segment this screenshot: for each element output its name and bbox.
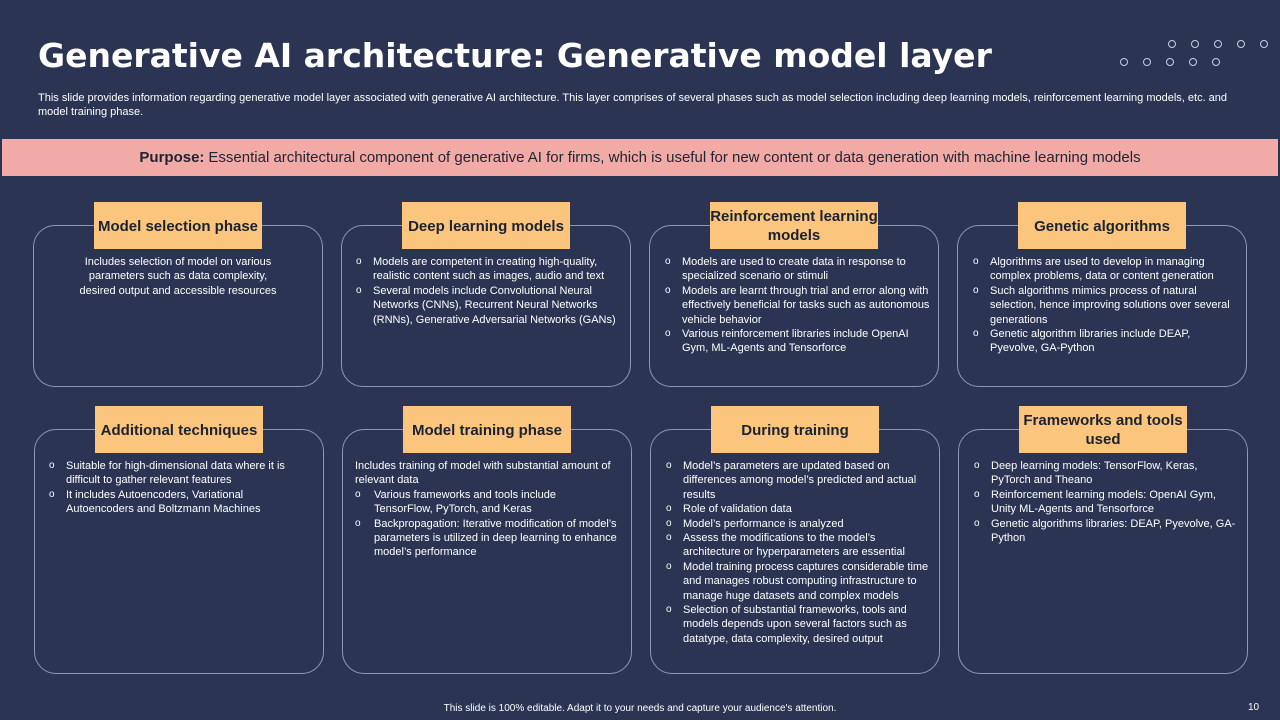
decorative-dots [1120,38,1270,70]
list-item: Suitable for high-dimensional data where… [49,459,311,488]
card-body-additional: Suitable for high-dimensional data where… [49,459,311,517]
list-item: Model’s parameters are updated based on … [666,459,931,502]
list-item: Backpropagation: Iterative modification … [355,517,617,560]
list-item: Assess the modifications to the model’s … [666,531,931,560]
list-item: Models are learnt through trial and erro… [665,284,930,327]
card-title-reinforcement: Reinforcement learning models [710,202,878,249]
list-item: Such algorithms mimics process of natura… [973,284,1238,327]
list-item: Selection of substantial frameworks, too… [666,603,931,646]
page-title: Generative AI architecture: Generative m… [38,36,992,75]
list-item: Model training process captures consider… [666,560,931,603]
list-item: Models are competent in creating high-qu… [356,255,618,284]
purpose-banner: Purpose: Essential architectural compone… [2,139,1278,176]
list-item: Various frameworks and tools include Ten… [355,488,617,517]
dot-icon [1166,58,1174,66]
card-title-genetic: Genetic algorithms [1018,202,1186,249]
card-body-during-training: Model’s parameters are updated based on … [666,459,931,646]
list-item: Deep learning models: TensorFlow, Keras,… [974,459,1236,488]
dot-icon [1212,58,1220,66]
list-item: Various reinforcement libraries include … [665,327,930,356]
list-item: Algorithms are used to develop in managi… [973,255,1238,284]
card-text: Includes selection of model on various p… [79,256,277,297]
card-model-selection [33,225,323,387]
dot-icon [1214,40,1222,48]
purpose-label: Purpose: [139,149,205,166]
card-body-genetic: Algorithms are used to develop in managi… [973,255,1238,356]
card-title-frameworks: Frameworks and tools used [1019,406,1187,453]
card-body-deep-learning: Models are competent in creating high-qu… [356,255,618,327]
dot-icon [1120,58,1128,66]
card-body-frameworks: Deep learning models: TensorFlow, Keras,… [974,459,1236,545]
page-number: 10 [1248,702,1260,713]
dot-icon [1168,40,1176,48]
dot-icon [1143,58,1151,66]
list-item: Genetic algorithm libraries include DEAP… [973,327,1238,356]
card-title-deep-learning: Deep learning models [402,202,570,249]
list-item: Models are used to create data in respon… [665,255,930,284]
dot-icon [1189,58,1197,66]
card-title-during-training: During training [711,406,879,453]
list-item: Reinforcement learning models: OpenAI Gy… [974,488,1236,517]
card-body-model-selection: Includes selection of model on various p… [78,255,278,298]
dot-icon [1260,40,1268,48]
list-item: Model’s performance is analyzed [666,517,931,532]
card-title-model-training: Model training phase [403,406,571,453]
page-subtitle: This slide provides information regardin… [38,92,1228,118]
card-title-model-selection: Model selection phase [94,202,262,249]
footer-note: This slide is 100% editable. Adapt it to… [443,703,837,714]
card-intro: Includes training of model with substant… [355,460,611,487]
list-item: Role of validation data [666,502,931,517]
dot-icon [1237,40,1245,48]
purpose-text: Essential architectural component of gen… [208,149,1141,166]
list-item: It includes Autoencoders, Variational Au… [49,488,311,517]
card-body-model-training: Includes training of model with substant… [355,459,617,560]
list-item: Several models include Convolutional Neu… [356,284,618,327]
list-item: Genetic algorithms libraries: DEAP, Pyev… [974,517,1236,546]
card-body-reinforcement: Models are used to create data in respon… [665,255,930,356]
dot-icon [1191,40,1199,48]
card-title-additional: Additional techniques [95,406,263,453]
